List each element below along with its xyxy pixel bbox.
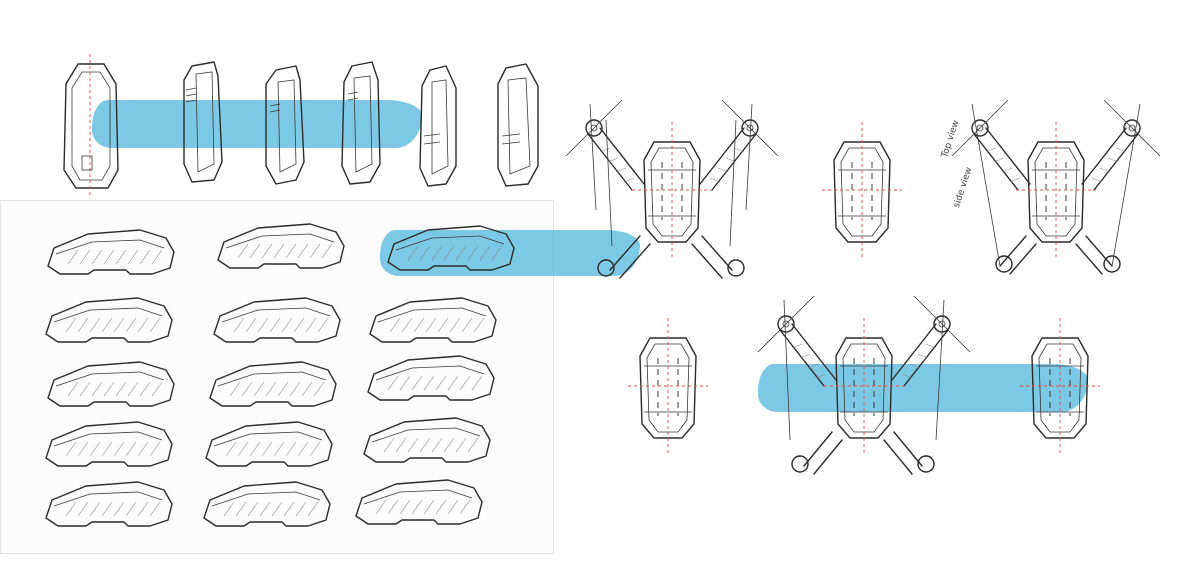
marker-wash-side-view xyxy=(380,230,640,276)
sketch-body-top-view xyxy=(822,122,902,258)
sketch-unfolded-drone-2 xyxy=(757,295,971,475)
sketch-folded-drone xyxy=(951,99,1161,275)
sketch-body-bottom-right xyxy=(1020,318,1100,456)
sketch-unfolded-drone-1 xyxy=(565,99,779,279)
sketch-rotated-views xyxy=(183,61,539,187)
marker-wash-top-row xyxy=(92,100,422,148)
sketch-front-view xyxy=(63,54,119,196)
sketch-side-profiles xyxy=(45,223,515,527)
sketch-body-bottom-left xyxy=(628,318,708,456)
